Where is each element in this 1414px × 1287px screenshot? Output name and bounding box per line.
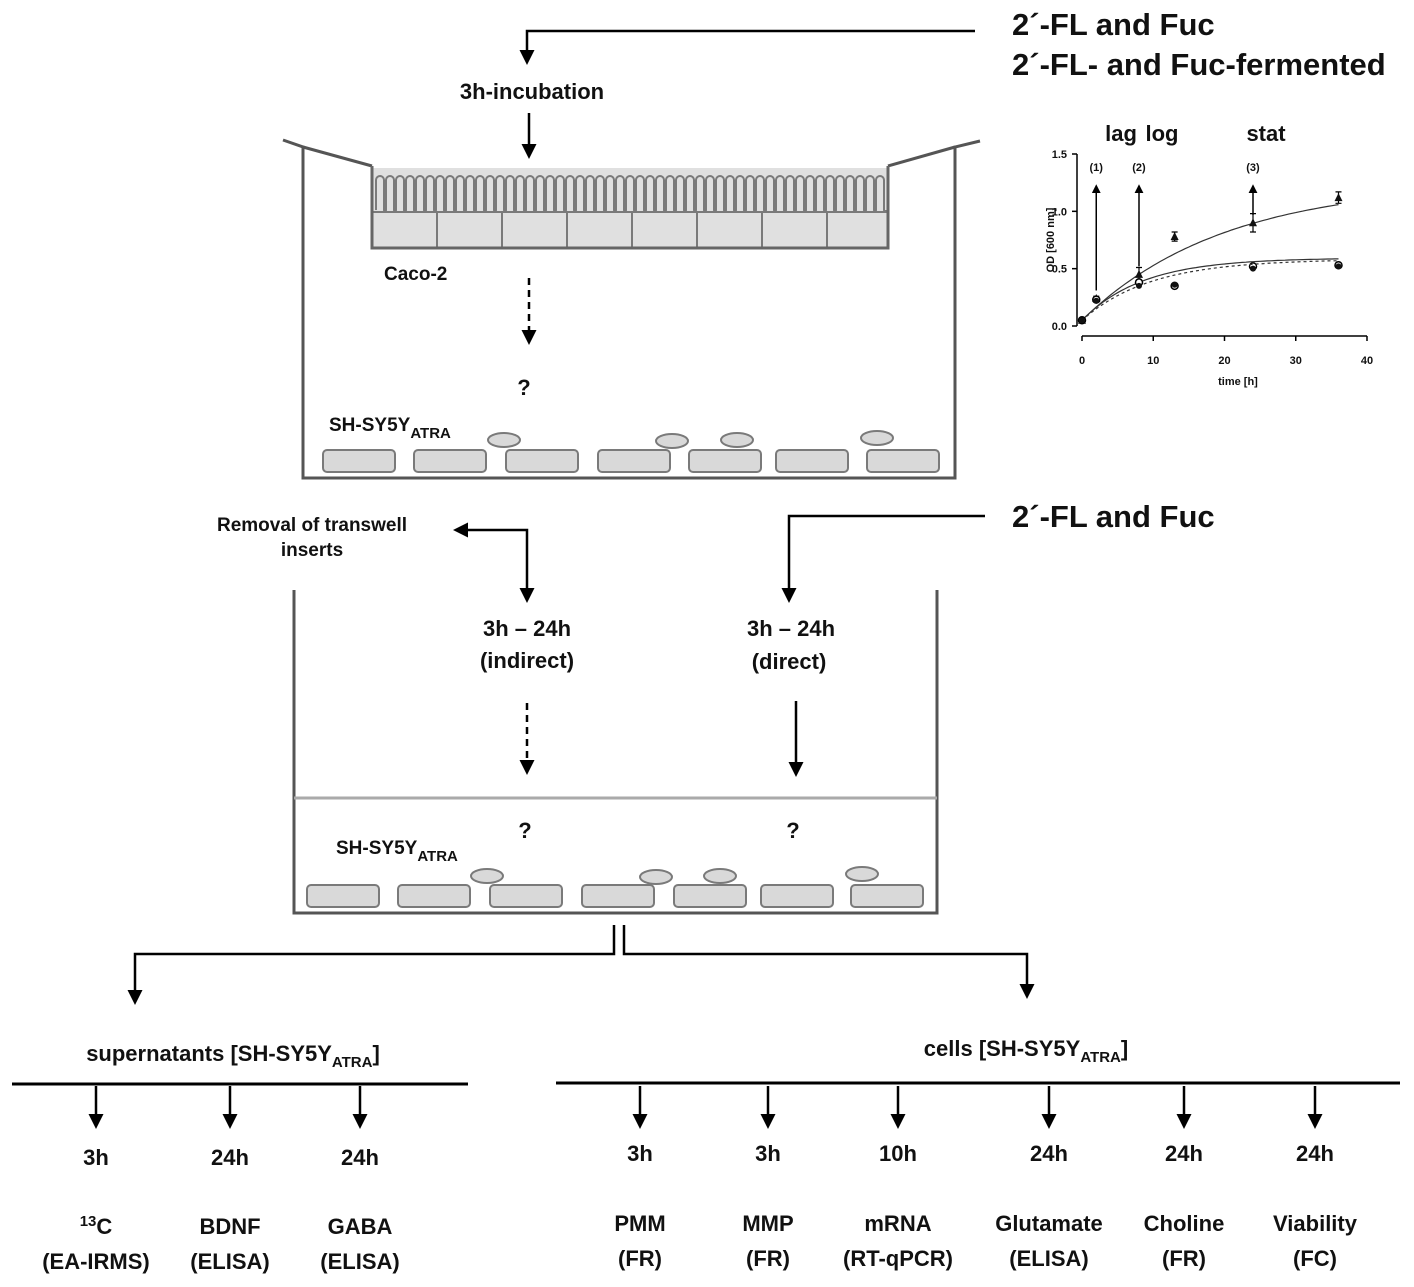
top-question-mark: ?	[517, 375, 530, 400]
series-curve	[1081, 258, 1339, 321]
data-point-filled-circle	[1335, 263, 1342, 270]
top-cell-label: SH-SY5YATRA	[329, 415, 451, 442]
direct-label: (direct)	[752, 649, 827, 674]
phase-label: lag	[1105, 121, 1137, 146]
caco2-monolayer	[370, 166, 890, 250]
x-tick-label: 20	[1218, 355, 1230, 367]
x-axis-label: time [h]	[1218, 376, 1258, 388]
supernatant-item-time: 24h	[341, 1145, 379, 1170]
data-point-filled-circle	[1093, 297, 1100, 304]
phase-marker: (3)	[1246, 162, 1260, 174]
supernatants-title: supernatants [SH-SY5YATRA]	[86, 1041, 380, 1071]
x-tick-label: 10	[1147, 355, 1159, 367]
data-point-filled-circle	[1079, 317, 1085, 324]
supernatant-item-method: (EA-IRMS)	[42, 1249, 150, 1274]
direct-treatment-arrow	[781, 514, 985, 603]
indirect-label: (indirect)	[480, 648, 574, 673]
phase-marker: (1)	[1090, 162, 1104, 174]
direct-treatment-label: 2´-FL and Fuc	[1012, 499, 1215, 534]
supernatant-item-name: GABA	[328, 1214, 393, 1239]
top-neuron-layer	[322, 430, 940, 473]
treatment-label-line1: 2´-FL and Fuc	[1012, 7, 1215, 42]
supernatant-item-time: 3h	[83, 1145, 109, 1170]
y-axis-label: OD [600 nm]	[1045, 207, 1057, 272]
y-tick-label: 1.5	[1052, 149, 1067, 161]
cell-assay-item-name: PMM	[614, 1211, 665, 1236]
data-point-triangle	[1334, 193, 1343, 202]
data-point-triangle	[1249, 218, 1257, 227]
phase-marker: (2)	[1132, 162, 1146, 174]
supernatant-item-method: (ELISA)	[320, 1249, 399, 1274]
y-tick-label: 1.0	[1052, 206, 1067, 218]
data-point-filled-circle	[1136, 282, 1142, 289]
cell-assay-item-name: Choline	[1144, 1211, 1225, 1236]
bottom-well	[292, 590, 939, 915]
incubation-label: 3h-incubation	[460, 79, 604, 104]
to-supernatants-arrow	[127, 925, 616, 1005]
treatment-label-line2: 2´-FL- and Fuc-fermented	[1012, 47, 1386, 82]
cell-assay-item-name: mRNA	[864, 1211, 931, 1236]
supernatant-item-name: 13C	[80, 1213, 113, 1239]
phase-label: stat	[1246, 121, 1286, 146]
x-tick-label: 40	[1361, 355, 1373, 367]
removal-arrow	[453, 522, 535, 603]
x-tick-label: 0	[1079, 355, 1085, 367]
indirect-time: 3h – 24h	[483, 616, 571, 641]
direct-question-mark: ?	[786, 818, 799, 843]
cell-assay-item-time: 10h	[879, 1141, 917, 1166]
cell-assay-item-name: Glutamate	[995, 1211, 1103, 1236]
cell-assay-item-method: (ELISA)	[1009, 1246, 1088, 1271]
treatment-arrow	[519, 29, 975, 65]
removal-label-line2: inserts	[281, 540, 343, 561]
cell-assay-item-method: (FC)	[1293, 1246, 1337, 1271]
y-tick-label: 0.0	[1052, 321, 1067, 333]
cell-assay-item-method: (FR)	[1162, 1246, 1206, 1271]
cell-assay-item-time: 24h	[1165, 1141, 1203, 1166]
data-point-filled-circle	[1250, 265, 1256, 272]
cells-title: cells [SH-SY5YATRA]	[924, 1036, 1128, 1066]
data-point-filled-circle	[1171, 281, 1178, 288]
cell-assay-item-method: (FR)	[618, 1246, 662, 1271]
supernatant-item: 3h 13C (EA-IRMS)	[42, 1086, 150, 1274]
caco2-label: Caco-2	[384, 264, 447, 285]
series-curve	[1081, 260, 1339, 321]
bottom-neuron-layer	[306, 866, 924, 908]
y-tick-label: 0.5	[1052, 264, 1067, 276]
phase-label: log	[1146, 121, 1179, 146]
supernatant-item-name: BDNF	[199, 1214, 260, 1239]
to-cells-arrow	[622, 925, 1035, 999]
cell-assay-item: 10h mRNA (RT-qPCR)	[843, 1086, 953, 1271]
data-point-triangle	[1170, 232, 1179, 241]
cell-assay-item-time: 24h	[1030, 1141, 1068, 1166]
data-point-triangle	[1135, 269, 1143, 278]
cell-assay-item-time: 3h	[755, 1141, 781, 1166]
cell-assay-item-time: 24h	[1296, 1141, 1334, 1166]
supernatant-item-time: 24h	[211, 1145, 249, 1170]
indirect-question-mark: ?	[518, 818, 531, 843]
cell-assay-item-time: 3h	[627, 1141, 653, 1166]
cell-assay-item-method: (RT-qPCR)	[843, 1246, 953, 1271]
x-tick-label: 30	[1290, 355, 1302, 367]
supernatant-item-method: (ELISA)	[190, 1249, 269, 1274]
direct-time: 3h – 24h	[747, 616, 835, 641]
bottom-cell-label: SH-SY5YATRA	[336, 838, 458, 865]
cell-assay-item-name: MMP	[742, 1211, 793, 1236]
cell-assay-item-method: (FR)	[746, 1246, 790, 1271]
growth-curve-chart: 0.0 0.5 1.0 1.5 0 10 20 30 40 time [h] OD [600 nm]…	[1045, 121, 1373, 388]
cell-assay-item-name: Viability	[1273, 1211, 1358, 1236]
removal-label-line1: Removal of transwell	[217, 515, 407, 536]
top-well	[282, 138, 981, 480]
series-curve	[1081, 204, 1339, 321]
